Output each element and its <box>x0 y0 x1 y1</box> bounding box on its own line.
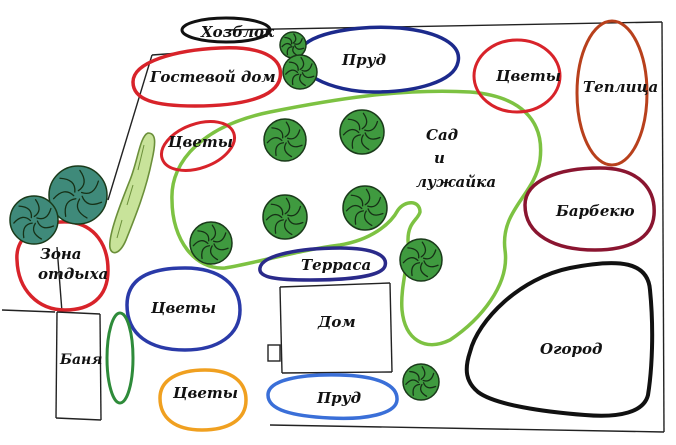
label-guest-house: Гостевой дом <box>149 68 276 86</box>
label-rest-zone-line1: Зона <box>40 245 81 263</box>
tree-icon <box>9 195 59 245</box>
flowers-top-right-outline <box>472 38 562 114</box>
pond-bottom-outline <box>266 373 399 421</box>
label-utility-block: Хозблок <box>200 23 275 41</box>
label-terrace: Терраса <box>301 256 371 274</box>
label-flowers-left: Цветы <box>167 133 233 151</box>
bathhouse-outline <box>55 311 102 421</box>
label-garden-line1: Сад <box>426 126 458 144</box>
utility-block-outline <box>180 16 272 44</box>
tree-icon <box>339 109 385 155</box>
label-flowers-top-right: Цветы <box>495 67 561 85</box>
tree-icon <box>189 221 233 265</box>
tree-icon <box>402 363 440 401</box>
terrace-outline <box>258 246 388 282</box>
vegetable-garden-outline <box>464 261 655 418</box>
trees <box>9 31 443 401</box>
label-pond-top: Пруд <box>341 51 386 69</box>
hedge-texture <box>116 144 145 239</box>
tree-icon <box>282 54 318 90</box>
pond-top-outline <box>296 25 461 94</box>
label-flowers-mid-left: Цветы <box>150 299 216 317</box>
tree-icon <box>263 118 307 162</box>
plot-boundary <box>1 21 665 433</box>
tree-icon <box>48 165 108 225</box>
tree-icon <box>342 185 388 231</box>
label-greenhouse: Теплица <box>583 78 658 96</box>
flowers-mid-left-outline <box>125 266 242 352</box>
label-house: Дом <box>317 313 356 331</box>
label-garden-line2: и <box>434 149 445 167</box>
greenhouse-outline <box>575 19 649 167</box>
barbecue-outline <box>523 166 656 252</box>
label-barbecue: Барбекю <box>555 202 635 220</box>
label-pond-bottom: Пруд <box>316 389 361 407</box>
label-vegetable-garden: Огород <box>540 340 602 358</box>
flowers-left-outline <box>160 120 236 172</box>
guest-house-outline <box>131 46 283 108</box>
label-bathhouse: Баня <box>59 352 102 368</box>
tree-icon <box>399 238 443 282</box>
house-outline <box>267 282 393 374</box>
label-garden-line3: лужайка <box>416 173 496 191</box>
tree-icon <box>262 194 308 240</box>
hedge-icon <box>109 132 156 254</box>
garden-lawn-outline <box>170 89 543 347</box>
flowers-bottom-outline <box>158 368 248 432</box>
label-rest-zone-line2: отдыха <box>38 265 108 283</box>
tree-icon <box>279 31 307 59</box>
flowers-green-outline <box>105 311 135 405</box>
label-flowers-bottom: Цветы <box>172 384 238 402</box>
